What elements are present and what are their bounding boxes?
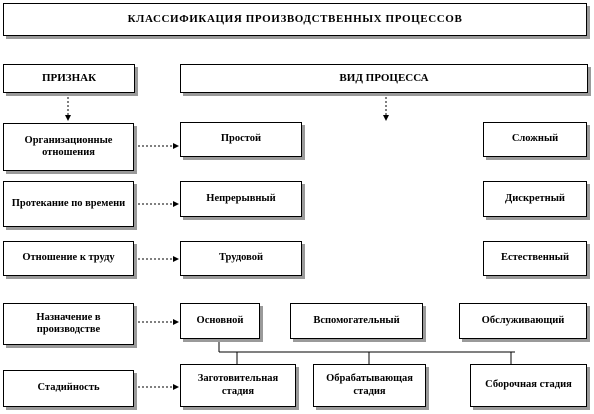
type-service: Обслуживающий [459, 303, 587, 339]
type-simple-text: Простой [220, 133, 262, 145]
type-discrete-text: Дискретный [505, 192, 565, 204]
type-complex: Сложный [483, 122, 587, 157]
type-complex-text: Сложный [511, 133, 559, 145]
stage-processing-text: Обрабатывающая стадия [326, 373, 413, 397]
type-auxiliary-text: Вспомогательный [313, 314, 400, 326]
criterion-time: Протекание по времени [3, 181, 134, 227]
type-discrete: Дискретный [483, 181, 587, 217]
criterion-purpose-text: Назначение в производстве [36, 311, 101, 335]
criterion-labor: Отношение к труду [3, 241, 134, 276]
criterion-header-text: ПРИЗНАК [41, 72, 97, 85]
diagram-title: КЛАССИФИКАЦИЯ ПРОИЗВОДСТВЕННЫХ ПРОЦЕССОВ [3, 3, 587, 36]
type-main: Основной [180, 303, 260, 339]
criterion-stages-text: Стадийность [37, 382, 100, 394]
criterion-organizational-text: Организационные отношения [24, 134, 113, 158]
type-natural-text: Естественный [500, 252, 570, 264]
type-labor: Трудовой [180, 241, 302, 276]
type-simple: Простой [180, 122, 302, 157]
stage-processing: Обрабатывающая стадия [313, 364, 426, 407]
type-service-text: Обслуживающий [481, 314, 565, 326]
stage-assembly-text: Сборочная стадия [485, 379, 572, 391]
stage-procurement-text: Заготовительная стадия [197, 373, 279, 397]
type-main-text: Основной [196, 314, 244, 326]
criterion-stages: Стадийность [3, 370, 134, 407]
type-continuous: Непрерывный [180, 181, 302, 217]
type-continuous-text: Непрерывный [206, 192, 276, 204]
type-auxiliary: Вспомогательный [290, 303, 423, 339]
criterion-time-text: Протекание по времени [11, 197, 126, 209]
stage-procurement: Заготовительная стадия [180, 364, 296, 407]
criterion-organizational: Организационные отношения [3, 123, 134, 171]
stage-assembly: Сборочная стадия [470, 364, 587, 407]
diagram-title-text: КЛАССИФИКАЦИЯ ПРОИЗВОДСТВЕННЫХ ПРОЦЕССОВ [127, 13, 463, 26]
criterion-header: ПРИЗНАК [3, 64, 135, 93]
process-type-header-text: ВИД ПРОЦЕССА [339, 72, 429, 85]
criterion-purpose: Назначение в производстве [3, 303, 134, 345]
process-type-header: ВИД ПРОЦЕССА [180, 64, 588, 93]
type-labor-text: Трудовой [218, 252, 264, 264]
criterion-labor-text: Отношение к труду [22, 252, 115, 264]
type-natural: Естественный [483, 241, 587, 276]
